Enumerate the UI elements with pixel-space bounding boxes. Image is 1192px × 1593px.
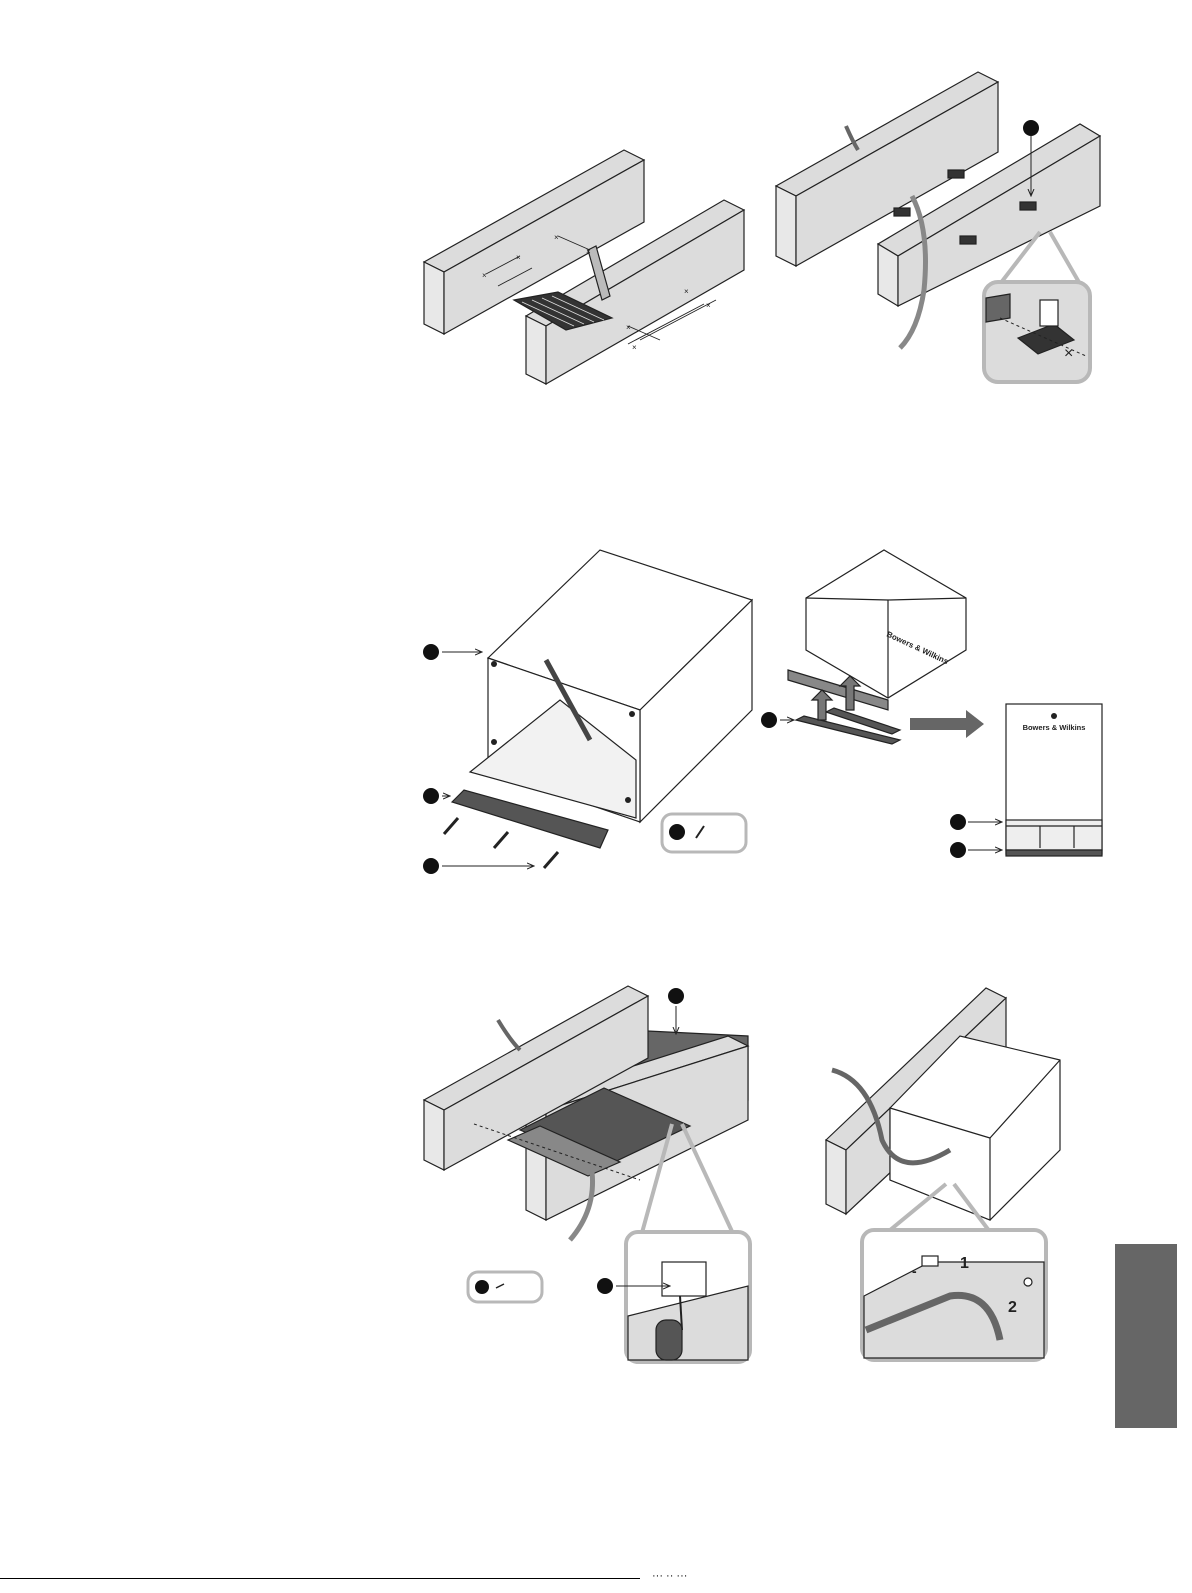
svg-text:×: × bbox=[684, 287, 689, 296]
figure-1-joists-measure: × × × × × × × × bbox=[424, 150, 744, 384]
svg-text:×: × bbox=[706, 301, 711, 310]
callout-marker bbox=[950, 814, 966, 830]
callout-marker bbox=[950, 842, 966, 858]
brand-label: Bowers & Wilkins bbox=[1023, 723, 1086, 732]
svg-text:×: × bbox=[626, 323, 631, 332]
callout-marker bbox=[761, 712, 777, 728]
footer-rule bbox=[0, 1578, 640, 1579]
figure-2-brackets-fitting: × bbox=[776, 72, 1100, 382]
callout-marker bbox=[423, 644, 439, 660]
step-number: 2 bbox=[1008, 1299, 1017, 1316]
section-tab bbox=[1115, 1244, 1177, 1428]
svg-text:×: × bbox=[516, 253, 521, 262]
arrow-right-icon bbox=[910, 710, 984, 738]
figure-3-enclosure-frame bbox=[423, 550, 752, 874]
callout-marker bbox=[423, 858, 439, 874]
svg-text:×: × bbox=[1064, 345, 1073, 362]
callout-marker bbox=[1023, 120, 1039, 136]
callout-marker bbox=[668, 988, 684, 1004]
figure-6-cable-connection: 1 2 - bbox=[826, 988, 1060, 1360]
footer-text: ··· ·· ··· bbox=[652, 1570, 687, 1582]
callout-marker bbox=[597, 1278, 613, 1294]
step-number: 1 bbox=[960, 1255, 969, 1272]
svg-text:×: × bbox=[632, 343, 637, 352]
figure-4-remove-strips: Bowers & Wilkins Bowers & Wilkins bbox=[761, 550, 1102, 858]
svg-text:×: × bbox=[554, 233, 559, 242]
svg-text:×: × bbox=[482, 271, 487, 280]
callout-marker bbox=[423, 788, 439, 804]
polarity-minus: - bbox=[912, 1263, 917, 1279]
svg-text:×: × bbox=[586, 247, 591, 256]
figure-5-mount-enclosure bbox=[424, 986, 750, 1362]
